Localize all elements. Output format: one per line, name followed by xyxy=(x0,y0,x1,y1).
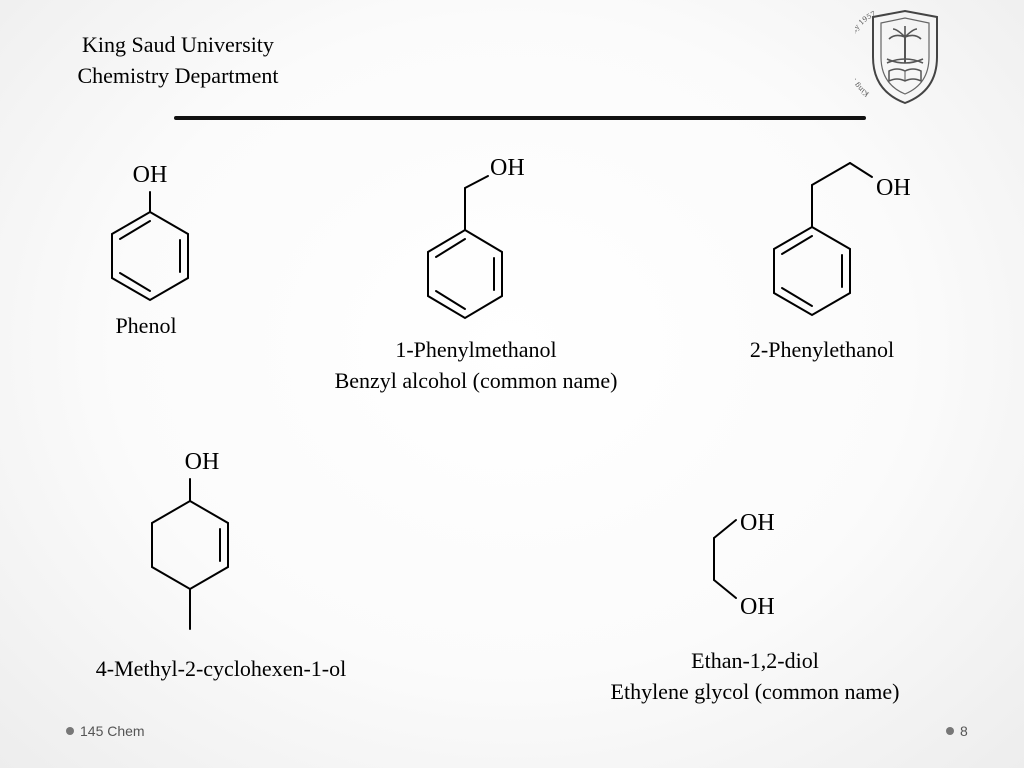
department-name: Chemistry Department xyxy=(77,63,279,88)
bullet-icon xyxy=(946,727,954,735)
footer-left: 145 Chem xyxy=(66,723,145,739)
phenol-caption: Phenol xyxy=(115,313,177,338)
2-phenylethanol-structure: OH xyxy=(760,155,930,317)
footer-right: 8 xyxy=(946,723,968,739)
king-saud-university-seal-icon: King Saud University 1957 xyxy=(843,5,955,105)
phenylethanol-oh-label: OH xyxy=(876,175,911,201)
2-phenylethanol-caption: 2-Phenylethanol xyxy=(749,337,895,362)
bullet-icon xyxy=(66,727,74,735)
benzyl-alcohol-caption: 1-Phenylmethanol Benzyl alcohol (common … xyxy=(334,337,618,393)
university-name: King Saud University xyxy=(82,32,274,57)
phenol-structure: OH xyxy=(100,160,210,320)
header-divider xyxy=(174,116,866,120)
ethylene-glycol-caption: Ethan-1,2-diol Ethylene glycol (common n… xyxy=(610,648,900,704)
course-code: 145 Chem xyxy=(80,723,145,739)
ethylene-glycol-oh-bottom-label: OH xyxy=(740,594,775,620)
ethylene-glycol-structure: OH OH xyxy=(700,500,810,630)
header-title-block: King Saud University Chemistry Departmen… xyxy=(58,29,298,91)
methylcyclohexenol-oh-label: OH xyxy=(185,449,220,475)
phenol-oh-label: OH xyxy=(133,162,168,188)
benzyl-oh-label: OH xyxy=(490,155,525,181)
ethylene-glycol-oh-top-label: OH xyxy=(740,510,775,536)
methylcyclohexenol-structure: OH xyxy=(140,445,250,635)
page-number: 8 xyxy=(960,723,968,739)
methylcyclohexenol-caption: 4-Methyl-2-cyclohexen-1-ol xyxy=(95,656,347,681)
benzyl-alcohol-structure: OH xyxy=(410,150,550,320)
